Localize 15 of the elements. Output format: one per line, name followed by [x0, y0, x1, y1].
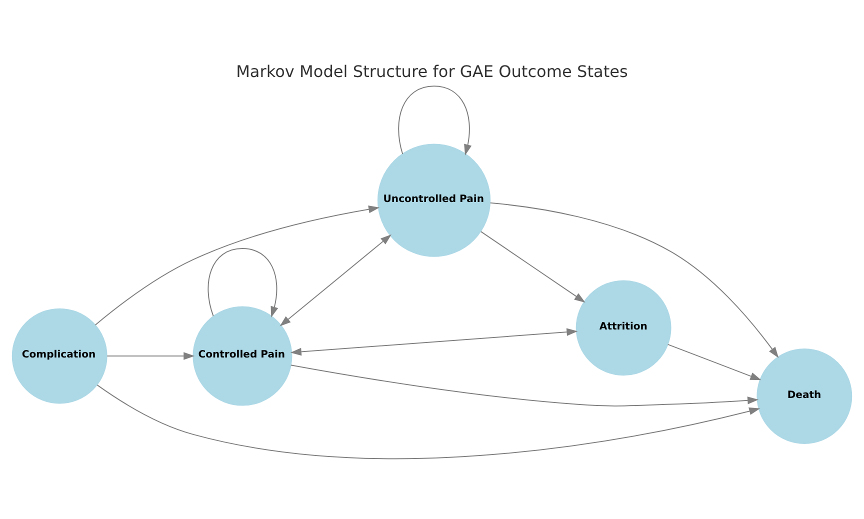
arrow: [95, 205, 380, 326]
arrow: [107, 352, 195, 360]
arrow: [290, 364, 759, 406]
arrow: [398, 86, 472, 156]
arrow: [668, 344, 762, 380]
node-circle: Complication: [12, 308, 108, 404]
arrow: [490, 202, 779, 358]
arrow: [208, 248, 278, 318]
arrow: [290, 328, 578, 356]
diagram-title: Markov Model Structure for GAE Outcome States: [236, 62, 628, 81]
node-circle: Death: [756, 348, 852, 444]
node-circle: Attrition: [576, 280, 672, 376]
arrow: [97, 384, 760, 460]
arrow: [280, 234, 392, 326]
arrow: [480, 231, 586, 303]
